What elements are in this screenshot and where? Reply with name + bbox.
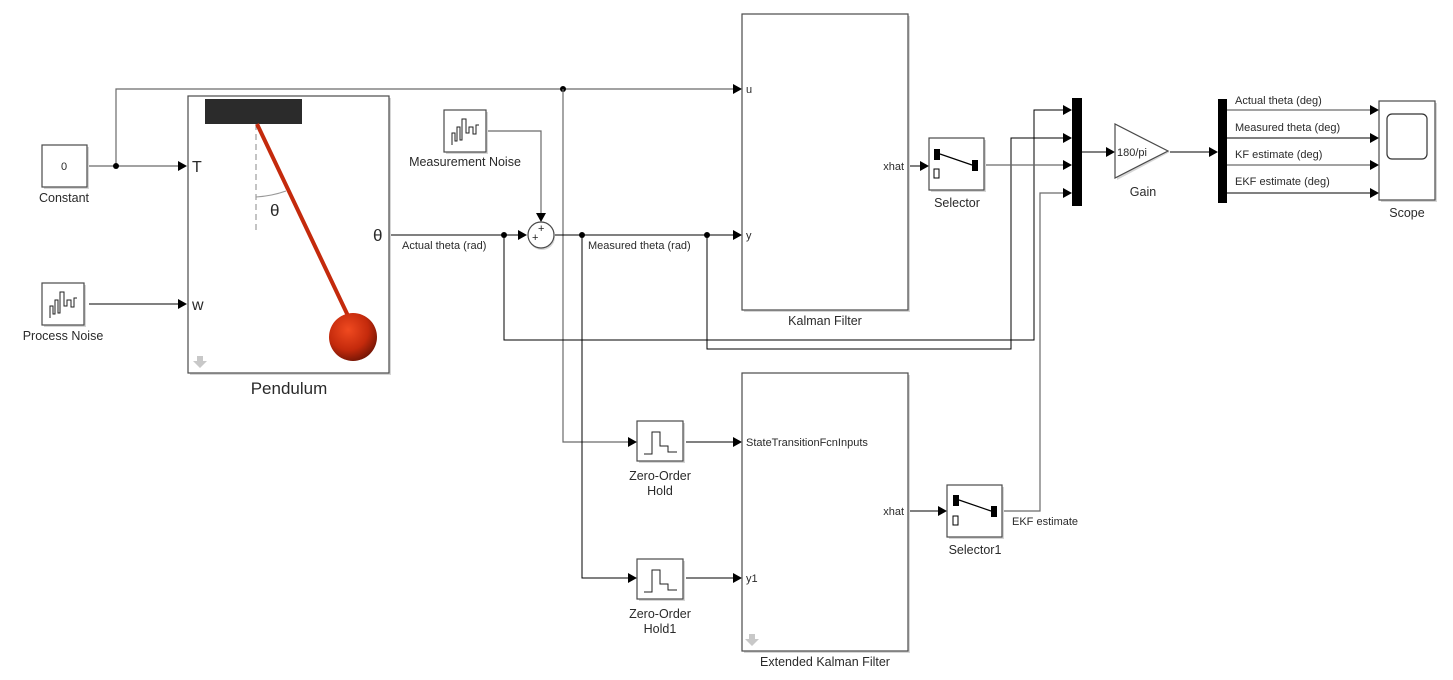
- process-noise-label: Process Noise: [23, 329, 104, 343]
- arrow-mux-3: [1063, 160, 1072, 170]
- arrow-scope-1: [1370, 105, 1379, 115]
- signal-measured-theta-rad: Measured theta (rad): [588, 240, 691, 252]
- down-arrow-icon: [745, 634, 759, 646]
- gain-value: 180/pi: [1117, 147, 1147, 159]
- arrow-mux-1: [1063, 105, 1072, 115]
- arrow-selector1: [938, 506, 947, 516]
- zoh1-label-line1: Zero-Order: [629, 607, 691, 621]
- scope-screen-icon: [1386, 113, 1428, 160]
- signal-ekf-estimate-deg: EKF estimate (deg): [1235, 176, 1330, 188]
- gain-block[interactable]: 180/pi Gain: [1114, 123, 1170, 199]
- pendulum-pivot: [205, 99, 302, 124]
- zoh1-label-line2: Hold1: [644, 622, 677, 636]
- wire-meas-noise-to-sum[interactable]: [487, 130, 542, 215]
- arrow-mux-4: [1063, 188, 1072, 198]
- constant-value: 0: [61, 161, 67, 173]
- sum-block[interactable]: + +: [527, 221, 555, 250]
- arrow-ekf-2: [733, 573, 742, 583]
- signal-kf-estimate-deg: KF estimate (deg): [1235, 149, 1322, 161]
- arrow-scope-4: [1370, 188, 1379, 198]
- arrow-gain: [1106, 147, 1115, 157]
- pendulum-rod: [255, 123, 352, 321]
- selector1-out-port: [991, 506, 997, 517]
- arrow-zoh1: [628, 573, 637, 583]
- step-hold-icon: [644, 431, 677, 455]
- down-arrow-icon: [193, 356, 207, 368]
- arrow-u: [733, 84, 742, 94]
- selector-out-port: [972, 160, 978, 171]
- branch-point: [113, 163, 119, 169]
- angle-arc: [255, 190, 287, 198]
- pendulum-block[interactable]: θ T w θ Pendulum: [187, 95, 391, 398]
- arrow-w: [178, 299, 187, 309]
- arrow-selector: [920, 161, 929, 171]
- wire-ekf-to-mux[interactable]: [1004, 192, 1063, 512]
- wire-measured-to-mux[interactable]: [706, 137, 1063, 350]
- zero-order-hold1-block[interactable]: Zero-Order Hold1: [629, 558, 691, 636]
- sum-sign-left: +: [532, 232, 538, 244]
- arrow-scope-2: [1370, 133, 1379, 143]
- step-hold-icon: [644, 569, 677, 593]
- random-signal-icon: [451, 118, 479, 145]
- pendulum-label: Pendulum: [251, 379, 328, 398]
- signal-actual-theta-deg: Actual theta (deg): [1235, 95, 1322, 107]
- port-theta: θ: [373, 226, 382, 245]
- scope-block[interactable]: Scope: [1378, 100, 1437, 220]
- arrow-T: [178, 161, 187, 171]
- mux-block[interactable]: [1072, 98, 1082, 206]
- constant-block[interactable]: 0 Constant: [39, 144, 90, 205]
- zero-order-hold-block[interactable]: Zero-Order Hold: [629, 420, 691, 498]
- selector1-block[interactable]: Selector1: [946, 484, 1004, 557]
- port-T: T: [192, 159, 202, 176]
- demux-block[interactable]: [1218, 99, 1227, 203]
- gain-label: Gain: [1130, 185, 1156, 199]
- zoh-label-line2: Hold: [647, 484, 673, 498]
- scope-label: Scope: [1389, 206, 1424, 220]
- port-ekf-xhat: xhat: [883, 506, 904, 518]
- arrow-mux-2: [1063, 133, 1072, 143]
- arrow-scope-3: [1370, 160, 1379, 170]
- extended-kalman-filter-block[interactable]: StateTransitionFcnInputs y1 xhat Extende…: [741, 372, 910, 669]
- ekf-label: Extended Kalman Filter: [760, 655, 890, 669]
- kalman-filter-block[interactable]: u y xhat Kalman Filter: [741, 13, 910, 328]
- port-xhat: xhat: [883, 161, 904, 173]
- random-signal-icon: [49, 291, 77, 318]
- pendulum-bob: [329, 313, 377, 361]
- port-w: w: [191, 297, 204, 314]
- port-state-transition-fcn-inputs: StateTransitionFcnInputs: [746, 437, 868, 449]
- selector1-in-port: [953, 495, 959, 506]
- signal-measured-theta-deg: Measured theta (deg): [1235, 122, 1340, 134]
- wire-u-to-zoh[interactable]: [562, 89, 628, 443]
- arrow-ekf-1: [733, 437, 742, 447]
- measurement-noise-block[interactable]: Measurement Noise: [409, 109, 521, 169]
- wire-actual-to-mux[interactable]: [503, 109, 1063, 341]
- constant-label: Constant: [39, 191, 90, 205]
- selector-label: Selector: [934, 196, 980, 210]
- process-noise-block[interactable]: Process Noise: [23, 282, 104, 343]
- wire-measured-to-zoh1[interactable]: [581, 235, 628, 579]
- arrow-sum-left: [518, 230, 527, 240]
- wire-constant-to-u[interactable]: [115, 88, 733, 166]
- signal-ekf-estimate: EKF estimate: [1012, 516, 1078, 528]
- sum-sign-top: +: [538, 223, 544, 235]
- selector1-label: Selector1: [949, 543, 1002, 557]
- arrow-zoh: [628, 437, 637, 447]
- selector-in-port: [934, 149, 940, 160]
- selector-block[interactable]: Selector: [928, 137, 986, 210]
- zoh-label-line1: Zero-Order: [629, 469, 691, 483]
- kalman-filter-label: Kalman Filter: [788, 314, 862, 328]
- port-u: u: [746, 84, 752, 96]
- wires: [89, 84, 1379, 583]
- arrow-sum-top: [536, 213, 546, 222]
- arrow-demux: [1209, 147, 1218, 157]
- port-y: y: [746, 230, 752, 242]
- signal-actual-theta-rad: Actual theta (rad): [402, 240, 486, 252]
- arrow-y: [733, 230, 742, 240]
- measurement-noise-label: Measurement Noise: [409, 155, 521, 169]
- pendulum-angle-symbol: θ: [270, 201, 279, 220]
- port-y1: y1: [746, 573, 758, 585]
